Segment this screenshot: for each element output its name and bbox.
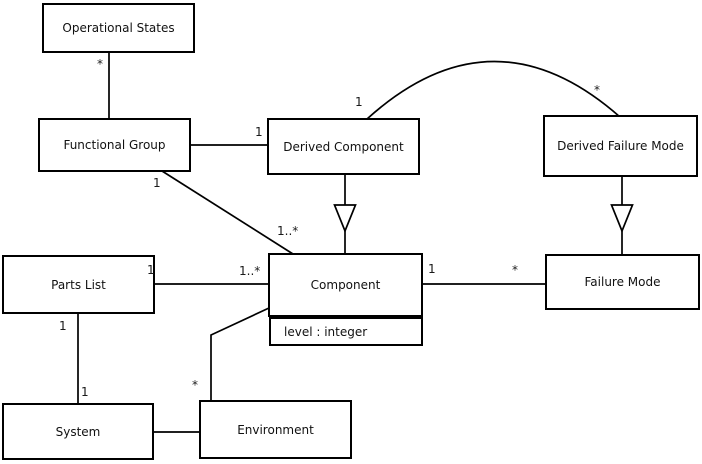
class-box-environment: Environment	[199, 400, 352, 459]
multiplicity-component-one: 1	[428, 262, 436, 276]
multiplicity-derived-failure-mode-star: *	[594, 83, 600, 97]
class-box-system: System	[2, 403, 154, 460]
multiplicity-derived-component-arc-one: 1	[355, 95, 363, 109]
multiplicity-parts-list-one: 1	[147, 263, 155, 277]
multiplicity-component-one-to-many-fg: 1..*	[277, 224, 299, 238]
class-name: System	[55, 424, 101, 439]
class-name: Environment	[237, 422, 314, 437]
class-name: Functional Group	[63, 138, 166, 152]
class-name: Derived Failure Mode	[557, 139, 684, 153]
class-box-component: Component	[268, 253, 423, 317]
class-box-failure-mode: Failure Mode	[545, 254, 700, 310]
class-box-parts-list: Parts List	[2, 255, 155, 314]
multiplicity-environment-star: *	[192, 378, 198, 392]
multiplicity-derived-component-one: 1	[255, 125, 263, 139]
edge-environment-component	[210, 307, 270, 402]
class-name: Component	[310, 278, 381, 292]
class-box-derived-failure-mode: Derived Failure Mode	[543, 115, 698, 177]
class-name: Operational States	[62, 21, 175, 35]
class-attribute: level : integer	[284, 324, 368, 339]
multiplicity-functional-group-one: 1	[153, 176, 161, 190]
multiplicity-parts-list-system-one-top: 1	[59, 319, 67, 333]
edge-derived-component-derived-failure-mode-arc	[366, 60, 621, 120]
class-box-derived-component: Derived Component	[267, 118, 420, 175]
class-name: Failure Mode	[584, 275, 661, 289]
multiplicity-parts-list-system-one-bottom: 1	[81, 385, 89, 399]
generalization-triangle-icon-failure-mode	[610, 204, 634, 234]
class-attribute-compartment-component: level : integer	[269, 317, 423, 346]
generalization-triangle-icon-component	[333, 204, 357, 234]
class-box-functional-group: Functional Group	[38, 118, 191, 172]
class-box-operational-states: Operational States	[42, 3, 195, 53]
multiplicity-component-one-to-many-pl: 1..*	[239, 264, 261, 278]
multiplicity-failure-mode-star: *	[512, 263, 518, 277]
class-name: Derived Component	[283, 139, 404, 154]
multiplicity-operational-states-star: *	[97, 57, 103, 71]
class-name: Parts List	[51, 277, 106, 292]
edge-functional-group-component	[161, 170, 294, 255]
